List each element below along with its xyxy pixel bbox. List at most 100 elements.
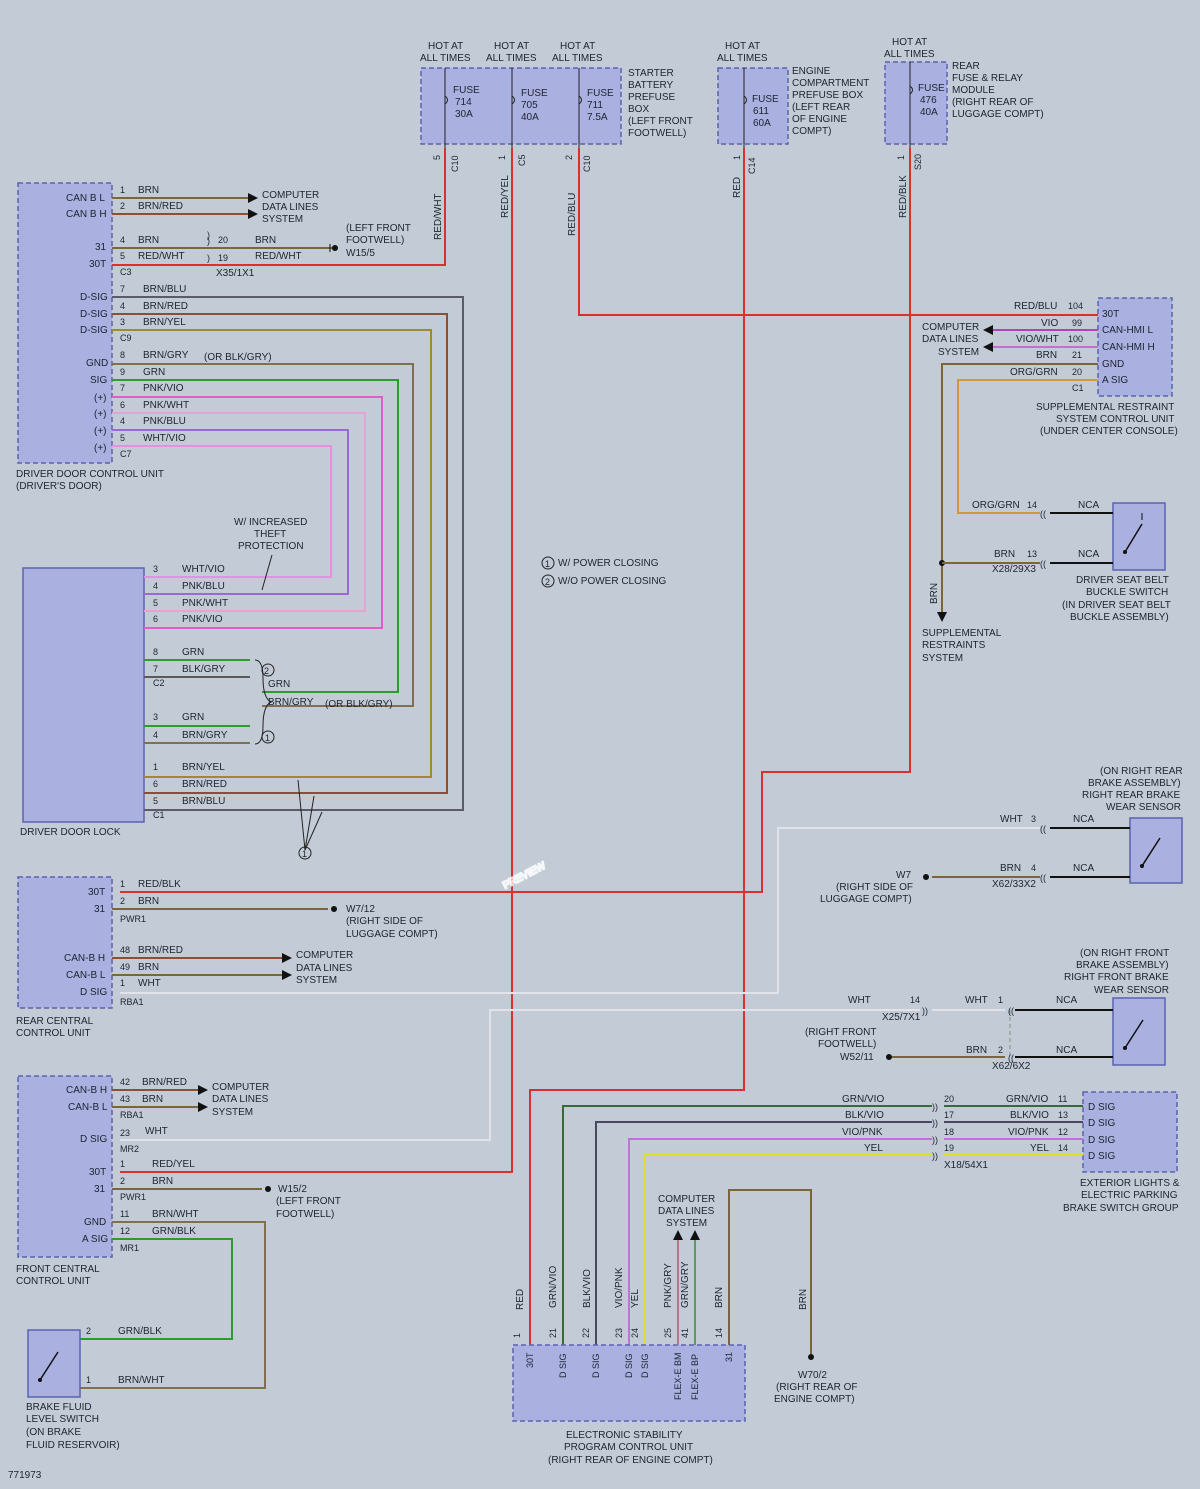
svg-text:FOOTWELL): FOOTWELL) bbox=[346, 235, 404, 246]
svg-text:(OR BLK/GRY): (OR BLK/GRY) bbox=[325, 699, 393, 710]
svg-text:23: 23 bbox=[120, 1128, 130, 1138]
svg-text:PNK/GRY: PNK/GRY bbox=[663, 1263, 674, 1308]
svg-text:MODULE: MODULE bbox=[952, 85, 995, 96]
svg-text:PWR1: PWR1 bbox=[120, 914, 146, 924]
svg-text:BRN/RED: BRN/RED bbox=[182, 779, 227, 790]
svg-text:D-SIG: D-SIG bbox=[80, 309, 108, 320]
svg-text:DATA LINES: DATA LINES bbox=[212, 1094, 269, 1105]
svg-text:RIGHT REAR BRAKE: RIGHT REAR BRAKE bbox=[1082, 790, 1180, 801]
right-rear-brake-wear-sensor: (ON RIGHT REAR BRAKE ASSEMBLY) RIGHT REA… bbox=[1082, 766, 1183, 884]
svg-text:LUGGAGE COMPT): LUGGAGE COMPT) bbox=[952, 109, 1044, 120]
svg-text:ALL TIMES: ALL TIMES bbox=[717, 53, 768, 64]
svg-text:DATA LINES: DATA LINES bbox=[296, 963, 353, 974]
svg-text:RED/BLU: RED/BLU bbox=[567, 193, 578, 236]
svg-text:REAR: REAR bbox=[952, 61, 980, 72]
svg-text:(RIGHT REAR OF ENGINE COMPT): (RIGHT REAR OF ENGINE COMPT) bbox=[548, 1455, 713, 1466]
svg-text:COMPUTER: COMPUTER bbox=[262, 190, 319, 201]
svg-text:BUCKLE ASSEMBLY): BUCKLE ASSEMBLY) bbox=[1070, 612, 1169, 623]
svg-text:BRN: BRN bbox=[255, 235, 276, 246]
svg-text:BRN: BRN bbox=[138, 896, 159, 907]
svg-text:1: 1 bbox=[497, 155, 507, 160]
svg-text:(LEFT REAR: (LEFT REAR bbox=[792, 102, 850, 113]
svg-text:GRN: GRN bbox=[268, 679, 290, 690]
svg-text:FUSE: FUSE bbox=[453, 85, 480, 96]
svg-text:GRN/BLK: GRN/BLK bbox=[152, 1226, 196, 1237]
svg-text:21: 21 bbox=[1072, 350, 1082, 360]
svg-text:VIO/PNK: VIO/PNK bbox=[614, 1267, 625, 1308]
svg-text:RBA1: RBA1 bbox=[120, 997, 144, 1007]
fuse-611: HOT AT ALL TIMES FUSE 611 60A 1 C14 bbox=[717, 41, 779, 174]
svg-text:11: 11 bbox=[120, 1209, 129, 1219]
svg-text:BATTERY: BATTERY bbox=[628, 80, 674, 91]
svg-text:YEL: YEL bbox=[864, 1143, 883, 1154]
svg-text:BLK/VIO: BLK/VIO bbox=[1010, 1110, 1049, 1121]
svg-text:4: 4 bbox=[1031, 863, 1036, 873]
svg-text:)): )) bbox=[932, 1102, 938, 1112]
svg-text:BRN/WHT: BRN/WHT bbox=[118, 1375, 165, 1386]
svg-text:7: 7 bbox=[153, 664, 158, 674]
svg-text:GRN/VIO: GRN/VIO bbox=[1006, 1094, 1048, 1105]
svg-text:1: 1 bbox=[545, 559, 550, 569]
svg-text:PNK/VIO: PNK/VIO bbox=[143, 383, 184, 394]
svg-text:(+): (+) bbox=[94, 409, 107, 420]
svg-text:VIO/WHT: VIO/WHT bbox=[1016, 334, 1059, 345]
svg-text:ORG/GRN: ORG/GRN bbox=[1010, 367, 1058, 378]
svg-text:RED/BLK: RED/BLK bbox=[898, 175, 909, 218]
svg-text:104: 104 bbox=[1068, 301, 1083, 311]
ground-icon bbox=[886, 1054, 892, 1060]
svg-text:C1: C1 bbox=[153, 810, 165, 820]
svg-text:BRN/GRY: BRN/GRY bbox=[268, 697, 314, 708]
svg-text:19: 19 bbox=[944, 1143, 954, 1153]
rfw-wires bbox=[120, 1009, 1113, 1141]
svg-text:GRN: GRN bbox=[143, 367, 165, 378]
svg-text:2: 2 bbox=[998, 1045, 1003, 1055]
svg-text:25: 25 bbox=[663, 1328, 673, 1338]
svg-text:2: 2 bbox=[545, 577, 550, 587]
svg-text:C9: C9 bbox=[120, 333, 132, 343]
svg-text:GRN/BLK: GRN/BLK bbox=[118, 1326, 162, 1337]
svg-text:714: 714 bbox=[455, 97, 472, 108]
svg-text:7: 7 bbox=[120, 284, 125, 294]
svg-text:C7: C7 bbox=[120, 449, 132, 459]
svg-text:RED/WHT: RED/WHT bbox=[433, 193, 444, 240]
svg-text:C1: C1 bbox=[1072, 383, 1084, 393]
srs-control-unit: 30T CAN-HMI L CAN-HMI H GND A SIG C1 SUP… bbox=[1036, 297, 1178, 437]
svg-text:(ON BRAKE: (ON BRAKE bbox=[26, 1427, 81, 1438]
svg-text:BLK/VIO: BLK/VIO bbox=[845, 1110, 884, 1121]
svg-text:((: (( bbox=[1040, 559, 1046, 569]
svg-text:NCA: NCA bbox=[1056, 995, 1077, 1006]
svg-text:3: 3 bbox=[120, 317, 125, 327]
svg-text:WHT: WHT bbox=[138, 978, 161, 989]
svg-text:NCA: NCA bbox=[1056, 1045, 1077, 1056]
svg-text:MR2: MR2 bbox=[120, 1144, 139, 1154]
svg-text:18: 18 bbox=[944, 1127, 954, 1137]
svg-text:30T: 30T bbox=[1102, 309, 1119, 320]
svg-text:X35/1X1: X35/1X1 bbox=[216, 268, 255, 279]
svg-text:SYSTEM: SYSTEM bbox=[212, 1107, 253, 1118]
svg-text:PNK/WHT: PNK/WHT bbox=[182, 598, 228, 609]
svg-text:RED: RED bbox=[515, 1289, 526, 1310]
svg-text:(RIGHT FRONT: (RIGHT FRONT bbox=[805, 1027, 876, 1038]
ddl-options: 2 1 W/ INCREASED THEFT PROTECTION 1 bbox=[234, 517, 323, 860]
svg-text:ALL TIMES: ALL TIMES bbox=[486, 53, 537, 64]
svg-text:1: 1 bbox=[265, 733, 270, 743]
svg-text:BOX: BOX bbox=[628, 104, 649, 115]
driver-door-lock: DRIVER DOOR LOCK C2 C1 bbox=[20, 567, 165, 838]
svg-text:(OR BLK/GRY): (OR BLK/GRY) bbox=[204, 352, 272, 363]
svg-text:30A: 30A bbox=[455, 109, 473, 120]
svg-text:BRN/WHT: BRN/WHT bbox=[152, 1209, 199, 1220]
svg-text:D-SIG: D-SIG bbox=[80, 292, 108, 303]
svg-text:W7/12: W7/12 bbox=[346, 904, 375, 915]
svg-text:(RIGHT REAR OF: (RIGHT REAR OF bbox=[952, 97, 1033, 108]
svg-text:)): )) bbox=[922, 1006, 928, 1016]
svg-text:(RIGHT SIDE OF: (RIGHT SIDE OF bbox=[346, 916, 423, 927]
svg-text:5: 5 bbox=[432, 155, 442, 160]
svg-text:30T: 30T bbox=[525, 1352, 535, 1368]
svg-text:D SIG: D SIG bbox=[1088, 1135, 1115, 1146]
svg-text:D SIG: D SIG bbox=[558, 1353, 568, 1378]
svg-text:WHT/VIO: WHT/VIO bbox=[143, 433, 186, 444]
svg-text:14: 14 bbox=[1027, 500, 1037, 510]
svg-text:14: 14 bbox=[1058, 1143, 1068, 1153]
